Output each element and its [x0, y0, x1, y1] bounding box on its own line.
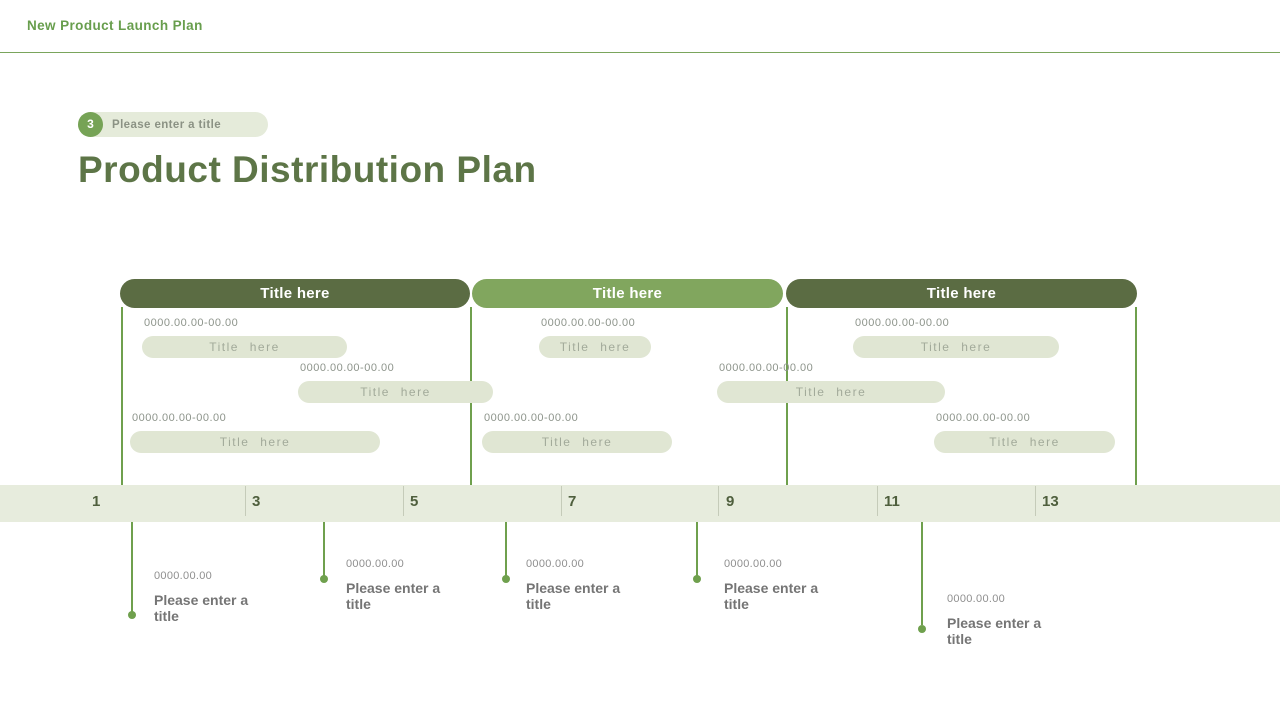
timeline-number: 1	[92, 493, 101, 510]
timeline-tick	[403, 486, 404, 516]
milestone-date: 0000.00.00	[947, 593, 1006, 605]
group-header-bar-2: Title here	[472, 279, 783, 308]
timeline-number: 3	[252, 493, 261, 510]
page-title: Product Distribution Plan	[78, 149, 537, 190]
milestone-label: Please enter a title	[526, 580, 621, 612]
entry-date: 0000.00.00-00.00	[144, 317, 239, 329]
timeline-tick	[718, 486, 719, 516]
milestone-connector-line	[131, 522, 133, 613]
milestone-label: Please enter a title	[947, 615, 1042, 647]
milestone-connector-line	[505, 522, 507, 577]
entry-title-pill: Title here	[934, 431, 1115, 453]
entry-title-pill: Title here	[298, 381, 493, 403]
milestone-date: 0000.00.00	[526, 558, 585, 570]
timeline-number: 9	[726, 493, 735, 510]
milestone-connector-line	[323, 522, 325, 577]
deck-title: New Product Launch Plan	[27, 18, 203, 33]
timeline-band: 1 3 5 7 9 11 13	[0, 485, 1280, 522]
schedule-entry: 0000.00.00-00.00 Title here	[539, 317, 651, 358]
timeline-number: 7	[568, 493, 577, 510]
section-badge: 3 Please enter a title	[78, 112, 268, 137]
schedule-entry: 0000.00.00-00.00 Title here	[298, 362, 493, 403]
milestone-dot	[320, 575, 328, 583]
entry-title-pill: Title here	[539, 336, 651, 358]
group-header-bar-3: Title here	[786, 279, 1137, 308]
group-edge-line	[1135, 307, 1137, 485]
timeline-number: 11	[884, 493, 900, 510]
schedule-entry: 0000.00.00-00.00 Title here	[717, 362, 945, 403]
timeline-number: 5	[410, 493, 419, 510]
milestone-label: Please enter a title	[724, 580, 819, 612]
entry-title-pill: Title here	[853, 336, 1059, 358]
milestone-date: 0000.00.00	[346, 558, 405, 570]
entry-date: 0000.00.00-00.00	[855, 317, 950, 329]
milestone: 0000.00.00 Please enter a title	[947, 593, 1065, 647]
header-divider	[0, 52, 1280, 53]
entry-title-pill: Title here	[142, 336, 347, 358]
entry-date: 0000.00.00-00.00	[936, 412, 1031, 424]
milestone-dot	[918, 625, 926, 633]
entry-title-pill: Title here	[717, 381, 945, 403]
group-edge-line	[121, 307, 123, 485]
milestone: 0000.00.00 Please enter a title	[154, 570, 272, 624]
schedule-entry: 0000.00.00-00.00 Title here	[142, 317, 347, 358]
milestone-dot	[128, 611, 136, 619]
entry-date: 0000.00.00-00.00	[484, 412, 579, 424]
milestone-label: Please enter a title	[346, 580, 441, 612]
milestone-dot	[693, 575, 701, 583]
milestone-connector-line	[696, 522, 698, 577]
group-header-bar-1: Title here	[120, 279, 470, 308]
milestone-dot	[502, 575, 510, 583]
section-badge-label: Please enter a title	[112, 119, 221, 131]
entry-title-pill: Title here	[130, 431, 380, 453]
milestone-date: 0000.00.00	[154, 570, 213, 582]
entry-date: 0000.00.00-00.00	[541, 317, 636, 329]
milestone: 0000.00.00 Please enter a title	[346, 558, 464, 612]
timeline-tick	[561, 486, 562, 516]
section-badge-pill	[78, 112, 268, 137]
entry-date: 0000.00.00-00.00	[132, 412, 227, 424]
milestone-date: 0000.00.00	[724, 558, 783, 570]
milestone: 0000.00.00 Please enter a title	[724, 558, 842, 612]
entry-date: 0000.00.00-00.00	[719, 362, 814, 374]
schedule-entry: 0000.00.00-00.00 Title here	[934, 412, 1115, 453]
milestone-label: Please enter a title	[154, 592, 249, 624]
timeline-number: 13	[1042, 493, 1059, 510]
milestone-connector-line	[921, 522, 923, 625]
section-number-badge: 3	[78, 112, 103, 137]
timeline-tick	[1035, 486, 1036, 516]
milestone: 0000.00.00 Please enter a title	[526, 558, 644, 612]
timeline-tick	[877, 486, 878, 516]
schedule-entry: 0000.00.00-00.00 Title here	[130, 412, 380, 453]
entry-title-pill: Title here	[482, 431, 672, 453]
schedule-entry: 0000.00.00-00.00 Title here	[482, 412, 672, 453]
schedule-entry: 0000.00.00-00.00 Title here	[853, 317, 1059, 358]
entry-date: 0000.00.00-00.00	[300, 362, 395, 374]
timeline-tick	[245, 486, 246, 516]
